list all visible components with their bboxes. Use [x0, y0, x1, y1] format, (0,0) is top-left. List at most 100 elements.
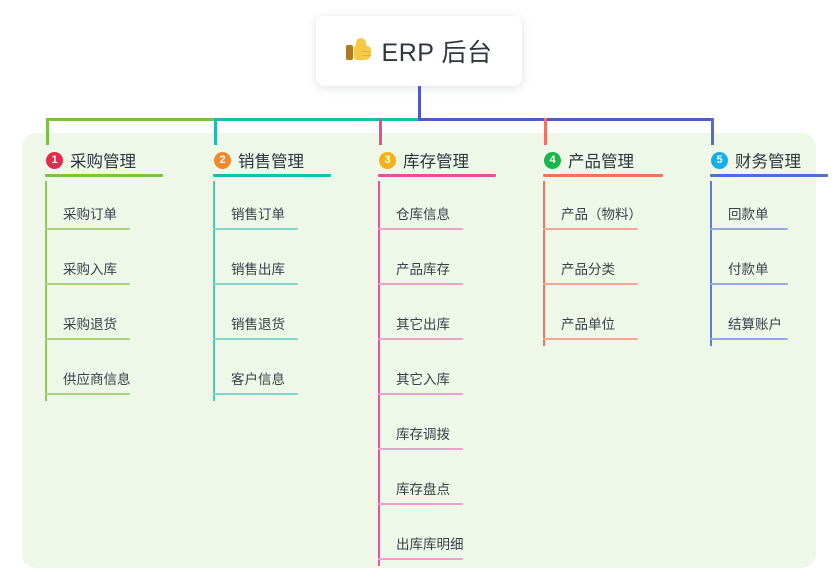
leaf-item[interactable]: 采购订单: [30, 181, 190, 236]
diagram-background-panel: [22, 133, 816, 568]
branch-stub-1: [46, 118, 49, 145]
leaf-item[interactable]: 出库库明细: [363, 511, 523, 566]
leaf-item-label: 采购订单: [63, 207, 117, 222]
branch-stub-3: [379, 118, 382, 145]
branch-underline: [543, 174, 663, 177]
branch-header-5[interactable]: 5 财务管理: [695, 143, 835, 177]
leaf-item-label: 销售订单: [231, 207, 285, 222]
root-stem: [418, 86, 421, 121]
leaf-item-label: 供应商信息: [63, 372, 131, 387]
branch-spine: [213, 181, 215, 401]
leaf-item-underline: [543, 338, 638, 340]
leaf-item[interactable]: 仓库信息: [363, 181, 523, 236]
branch-number-badge: 1: [46, 151, 63, 169]
branch-column-1: 1 采购管理采购订单采购入库采购退货供应商信息: [30, 143, 190, 401]
leaf-item[interactable]: 其它入库: [363, 346, 523, 401]
branch-number-badge: 5: [711, 151, 728, 169]
leaf-item-label: 产品库存: [396, 262, 450, 277]
leaf-item-label: 产品（物料）: [561, 207, 642, 222]
leaf-item[interactable]: 库存调拨: [363, 401, 523, 456]
leaf-item-underline: [45, 393, 130, 395]
branch-title: 财务管理: [735, 153, 801, 171]
leaf-item[interactable]: 客户信息: [198, 346, 358, 401]
branch-stub-4: [544, 118, 547, 145]
leaf-item-underline: [213, 283, 298, 285]
leaf-item-underline: [378, 393, 463, 395]
branch-spine: [378, 181, 380, 566]
branch-title: 销售管理: [238, 153, 304, 171]
leaf-item[interactable]: 产品分类: [528, 236, 693, 291]
leaf-item-underline: [378, 558, 463, 560]
leaf-item-label: 采购退货: [63, 317, 117, 332]
leaf-item-label: 付款单: [728, 262, 769, 277]
leaf-item[interactable]: 采购退货: [30, 291, 190, 346]
branch-title: 库存管理: [403, 153, 469, 171]
leaf-item-underline: [45, 338, 130, 340]
branch-header-2[interactable]: 2 销售管理: [198, 143, 358, 177]
branch-underline: [45, 174, 163, 177]
branch-header-1[interactable]: 1 采购管理: [30, 143, 190, 177]
branch-items: 产品（物料） 产品分类产品单位: [528, 181, 693, 346]
leaf-item-underline: [543, 283, 638, 285]
leaf-item-label: 结算账户: [728, 317, 782, 332]
leaf-item[interactable]: 销售订单: [198, 181, 358, 236]
leaf-item-underline: [378, 228, 463, 230]
branch-column-5: 5 财务管理回款单付款单结算账户: [695, 143, 835, 346]
leaf-item-label: 回款单: [728, 207, 769, 222]
leaf-item-label: 客户信息: [231, 372, 285, 387]
branch-stub-2: [214, 118, 217, 145]
root-node-title: ERP 后台: [381, 39, 493, 67]
branch-items: 回款单付款单结算账户: [695, 181, 835, 346]
leaf-item-underline: [45, 228, 130, 230]
leaf-item-label: 采购入库: [63, 262, 117, 277]
leaf-item-underline: [378, 338, 463, 340]
leaf-item-underline: [213, 338, 298, 340]
leaf-item-label: 仓库信息: [396, 207, 450, 222]
leaf-item-underline: [378, 503, 463, 505]
branch-column-2: 2 销售管理销售订单销售出库销售退货客户信息: [198, 143, 358, 401]
branch-spine: [710, 181, 712, 346]
leaf-item[interactable]: 销售出库: [198, 236, 358, 291]
leaf-item[interactable]: 销售退货: [198, 291, 358, 346]
leaf-item[interactable]: 采购入库: [30, 236, 190, 291]
leaf-item-underline: [710, 228, 788, 230]
leaf-item-label: 销售出库: [231, 262, 285, 277]
branch-items: 销售订单销售出库销售退货客户信息: [198, 181, 358, 401]
bus-segment-1: [46, 118, 216, 121]
leaf-item-label: 销售退货: [231, 317, 285, 332]
bus-segment-3: [418, 118, 714, 121]
root-node-card[interactable]: ERP 后台: [316, 16, 522, 86]
branch-spine: [45, 181, 47, 401]
leaf-item-label: 产品分类: [561, 262, 615, 277]
leaf-item-label: 出库库明细: [396, 537, 464, 552]
branch-items: 仓库信息产品库存其它出库其它入库库存调拨库存盘点出库库明细: [363, 181, 523, 566]
leaf-item[interactable]: 产品单位: [528, 291, 693, 346]
thumbs-up-icon: [345, 37, 372, 66]
leaf-item-label: 其它出库: [396, 317, 450, 332]
leaf-item-underline: [710, 338, 788, 340]
leaf-item-underline: [378, 283, 463, 285]
bus-segment-2: [214, 118, 420, 121]
leaf-item[interactable]: 付款单: [695, 236, 835, 291]
leaf-item[interactable]: 产品（物料）: [528, 181, 693, 236]
branch-number-badge: 4: [544, 151, 561, 169]
branch-title: 采购管理: [70, 153, 136, 171]
leaf-item[interactable]: 回款单: [695, 181, 835, 236]
leaf-item[interactable]: 供应商信息: [30, 346, 190, 401]
branch-items: 采购订单采购入库采购退货供应商信息: [30, 181, 190, 401]
leaf-item-label: 产品单位: [561, 317, 615, 332]
leaf-item-label: 其它入库: [396, 372, 450, 387]
leaf-item[interactable]: 其它出库: [363, 291, 523, 346]
branch-number-badge: 2: [214, 151, 231, 169]
leaf-item[interactable]: 结算账户: [695, 291, 835, 346]
leaf-item[interactable]: 产品库存: [363, 236, 523, 291]
branch-underline: [213, 174, 331, 177]
leaf-item[interactable]: 库存盘点: [363, 456, 523, 511]
branch-underline: [378, 174, 496, 177]
branch-stub-5: [711, 118, 714, 145]
leaf-item-underline: [543, 228, 638, 230]
